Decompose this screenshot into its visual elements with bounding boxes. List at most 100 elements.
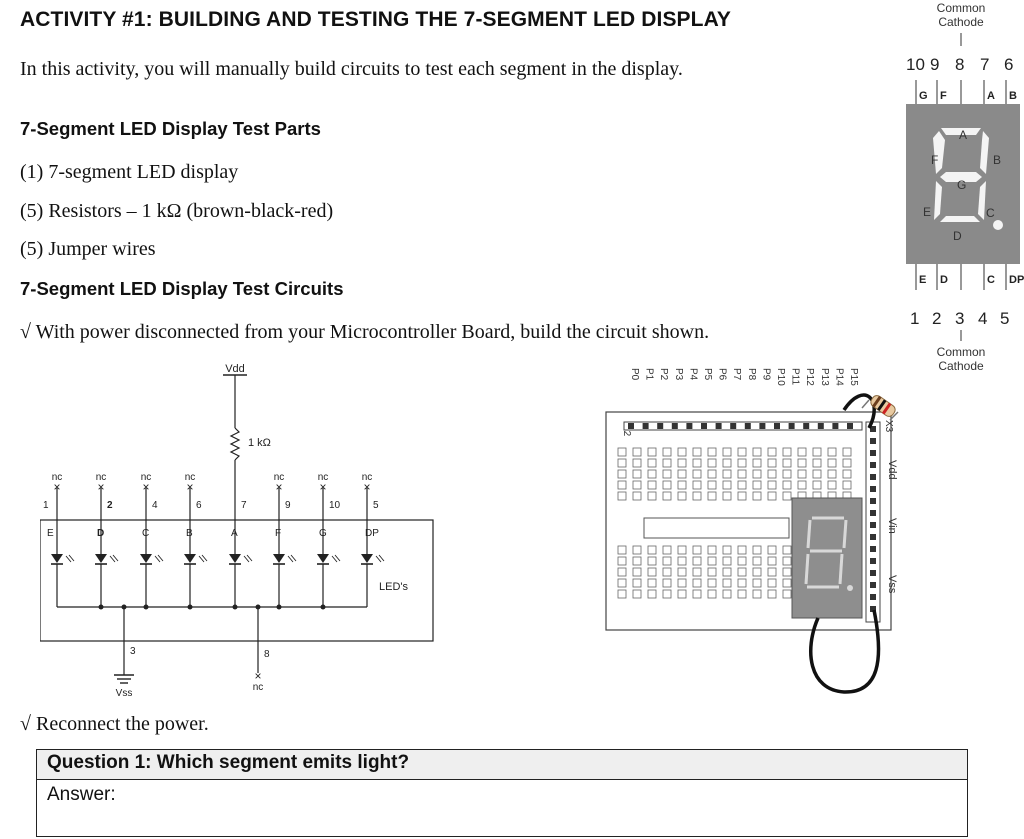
pin-number: 6 <box>1004 55 1013 74</box>
activity-title: ACTIVITY #1: BUILDING AND TESTING THE 7-… <box>20 8 732 31</box>
nc-mark: × <box>186 480 193 494</box>
segment-e <box>934 181 942 220</box>
port-label: P10 <box>775 368 786 386</box>
jumper-wire <box>842 393 876 429</box>
pin-segment-label: G <box>919 90 928 102</box>
led-symbol <box>273 554 285 563</box>
led-symbol <box>361 554 373 563</box>
parts-item: (5) Resistors – 1 kΩ (brown-black-red) <box>20 200 334 222</box>
port-label: P1 <box>644 368 655 381</box>
nc-mark: × <box>142 480 149 494</box>
pin-number: 5 <box>373 500 379 511</box>
nc-mark: × <box>275 480 282 494</box>
segment-dp <box>993 220 1003 230</box>
port-header <box>623 421 863 431</box>
leds-label: LED's <box>379 581 408 593</box>
resistor-label: 1 kΩ <box>248 437 271 449</box>
nc-label: nc <box>274 472 285 483</box>
segment-label: E <box>47 528 54 539</box>
nc-label: nc <box>141 472 152 483</box>
led-symbol <box>317 554 329 563</box>
segment-f <box>933 131 945 174</box>
pin-segment-label: F <box>940 90 947 102</box>
display-package-outline <box>40 519 434 642</box>
vss-label: Vss <box>116 688 133 699</box>
resistor-symbol <box>229 427 241 461</box>
question-label: Question 1: Which segment emits light? <box>37 750 967 780</box>
answer-label[interactable]: Answer: <box>47 784 116 805</box>
segment-c <box>978 181 986 220</box>
pin-segment-label: E <box>919 274 926 286</box>
segment-label: F <box>275 528 281 539</box>
port-label: P11 <box>790 368 801 385</box>
parts-heading: 7-Segment LED Display Test Parts <box>20 118 321 139</box>
led-symbol <box>140 554 152 563</box>
segment-label: G <box>957 178 966 192</box>
pin-number: 4 <box>978 309 987 328</box>
port-label: P7 <box>731 368 742 381</box>
port-label: P4 <box>687 368 698 381</box>
step-reconnect-power: √ Reconnect the power. <box>20 713 209 735</box>
pin-number: 6 <box>196 500 202 511</box>
port-label: P12 <box>804 368 815 386</box>
pin-segment-label: A <box>987 90 995 102</box>
segment-label: B <box>993 153 1001 167</box>
segment-a <box>941 128 981 135</box>
pin-segment-label: C <box>987 274 995 286</box>
intro-text: In this activity, you will manually buil… <box>20 58 683 80</box>
led-test-schematic: Vdd 1 kΩ nc×1Enc×2Dnc×4Cnc×6B7Anc×9Fnc×1… <box>40 363 434 699</box>
led-symbol <box>95 554 107 563</box>
resistor-component <box>861 395 899 421</box>
port-label: P15 <box>848 368 859 386</box>
breadboard-seven-segment <box>791 497 863 619</box>
port-label: P6 <box>717 368 728 381</box>
pin-number: 9 <box>285 500 291 511</box>
segment-g <box>940 172 982 182</box>
pin-segment-label: B <box>1009 90 1017 102</box>
rail-label: Vss <box>886 575 898 594</box>
rail-label: Vin <box>886 518 898 534</box>
nc-label: nc <box>253 682 264 693</box>
pin-segment-label: DP <box>1009 274 1024 286</box>
segment-d <box>940 216 980 222</box>
port-label: P14 <box>833 368 844 386</box>
led-symbol <box>229 554 241 563</box>
pin-segment-label: D <box>940 274 948 286</box>
pin-number: 10 <box>906 55 925 74</box>
question-box: Question 1: Which segment emits light? A… <box>36 749 968 837</box>
jumper-wire <box>809 609 881 694</box>
segment-b <box>980 131 989 174</box>
segment-label: E <box>923 205 931 219</box>
vdd-label: Vdd <box>225 363 245 375</box>
led-symbol <box>184 554 196 563</box>
ground-pin-number: 3 <box>130 646 136 657</box>
pin-number: 1 <box>910 309 919 328</box>
pin-number: 3 <box>955 309 964 328</box>
segment-label: A <box>959 128 967 142</box>
pin-number: 1 <box>43 500 49 511</box>
port-label: P9 <box>760 368 771 381</box>
pin-number: 4 <box>152 500 158 511</box>
port-label: P5 <box>702 368 713 381</box>
segment-label: DP <box>365 528 379 539</box>
nc-label: nc <box>96 472 107 483</box>
nc-mark: × <box>254 669 261 683</box>
circuits-heading: 7-Segment LED Display Test Circuits <box>20 278 344 299</box>
nc-label: nc <box>52 472 63 483</box>
pin-number: 9 <box>930 55 939 74</box>
segment-label: D <box>953 229 962 243</box>
nc-mark: × <box>363 480 370 494</box>
nc-label: nc <box>362 472 373 483</box>
center-channel <box>643 517 790 539</box>
pin-number: 7 <box>241 500 247 511</box>
pin-number: 7 <box>980 55 989 74</box>
step-build-circuit: √ With power disconnected from your Micr… <box>20 321 710 343</box>
port-label: P2 <box>658 368 669 381</box>
parts-item: (5) Jumper wires <box>20 238 156 260</box>
pin-number: 10 <box>329 500 341 511</box>
nc-pin-number: 8 <box>264 649 270 660</box>
port-label: P0 <box>629 368 640 381</box>
